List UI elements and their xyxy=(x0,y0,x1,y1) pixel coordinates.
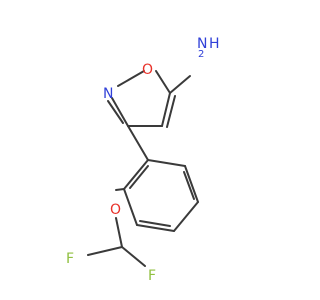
ring-oxygen-label: O xyxy=(142,62,153,78)
bond-benzene-1 xyxy=(147,159,186,167)
molecule-diagram: N H 2 O N O F F xyxy=(66,36,220,284)
bond-benzene-double-2 xyxy=(139,220,171,227)
bond-benzene-2 xyxy=(184,165,199,203)
amine-label-sub: 2 xyxy=(198,49,204,60)
bond-ch-f-left xyxy=(87,246,123,256)
ether-oxygen-label: O xyxy=(110,202,121,218)
bond-n-o xyxy=(117,70,145,87)
bond-c3-n xyxy=(111,97,129,127)
bond-o-c5 xyxy=(155,70,171,94)
bond-c3-n-double xyxy=(107,100,124,124)
bond-benzene-5 xyxy=(123,188,138,226)
amine-label-n: N xyxy=(197,36,207,52)
structure-canvas: N H 2 O N O F F xyxy=(66,36,220,284)
bond-benzene-6 xyxy=(123,159,149,190)
bond-c5-n-amine xyxy=(169,75,191,94)
ring-nitrogen-label: N xyxy=(103,86,113,102)
bond-ring-link xyxy=(127,125,149,161)
fluorine-right-label: F xyxy=(148,268,156,284)
bond-ch-f-right xyxy=(121,246,146,267)
bond-o-ch xyxy=(115,217,123,248)
bond-benzene-double-1 xyxy=(183,171,195,200)
bond-benzene-double-3 xyxy=(129,165,149,189)
bond-benzene-4 xyxy=(136,224,175,232)
bond-aryl-o xyxy=(115,188,125,191)
fluorine-left-label: F xyxy=(66,251,74,267)
bond-c5-c4 xyxy=(161,92,171,127)
amine-label-h: H xyxy=(209,36,220,52)
bond-benzene-3 xyxy=(173,201,199,232)
bond-c5-c4-double xyxy=(166,95,176,128)
